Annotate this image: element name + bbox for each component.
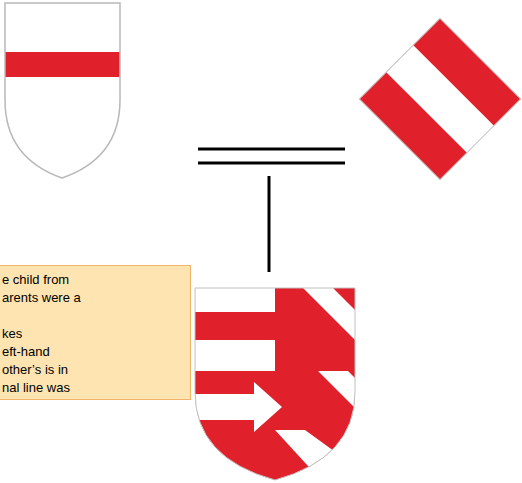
shield-field [190, 285, 360, 483]
red-fess [0, 52, 130, 77]
red-band [359, 72, 466, 179]
note-text: other’s is in [2, 362, 68, 378]
father-shield [0, 3, 130, 178]
lozenge-outline [359, 18, 520, 179]
note-box: e child from arents were a kes eft-hand othe… [0, 265, 191, 400]
mother-lozenge [359, 18, 520, 179]
shield-field [5, 3, 120, 178]
marriage-line [198, 148, 345, 151]
white-arrow [190, 382, 282, 432]
descent-line [268, 176, 271, 272]
white-bend [300, 285, 360, 345]
note-text: e child from [2, 272, 69, 288]
shield-outline [5, 3, 120, 178]
note-text: nal line was [2, 380, 70, 396]
red-arrow [190, 298, 306, 354]
marriage-line [198, 162, 345, 165]
shield-outline [195, 288, 355, 480]
note-text: eft-hand [2, 344, 50, 360]
child-shield [190, 285, 360, 483]
white-bend [275, 430, 360, 483]
note-text: kes [2, 326, 22, 342]
note-text: arents were a [2, 290, 81, 306]
